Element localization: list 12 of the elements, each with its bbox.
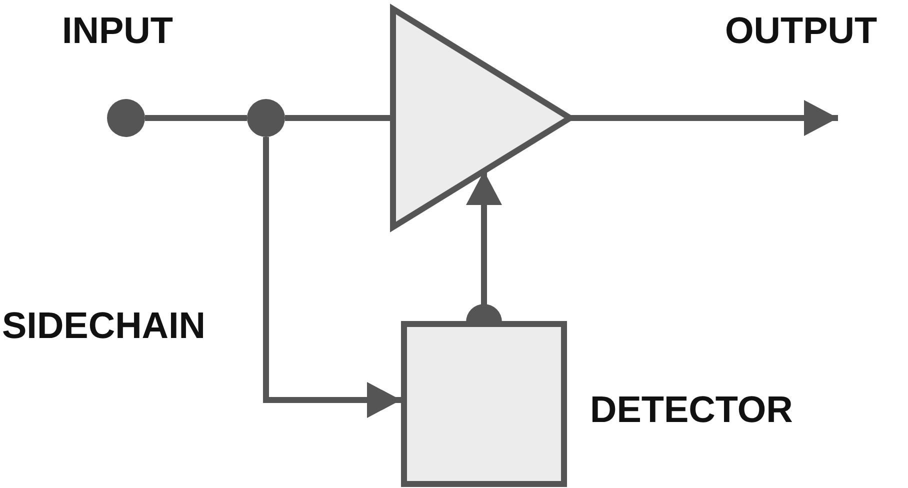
arrow [263, 137, 401, 418]
arrow [570, 100, 838, 136]
node-caption: INPUT [62, 12, 173, 49]
connector [145, 115, 247, 121]
edge-label: OUTPUT [725, 12, 878, 49]
junction-dot [247, 99, 285, 137]
amplifier-triangle [390, 4, 574, 232]
node-caption: DETECTOR [590, 391, 793, 428]
detector-box [401, 321, 567, 487]
connector [285, 115, 393, 121]
terminal-dot [107, 99, 145, 137]
edge-label: SIDECHAIN [2, 307, 206, 344]
